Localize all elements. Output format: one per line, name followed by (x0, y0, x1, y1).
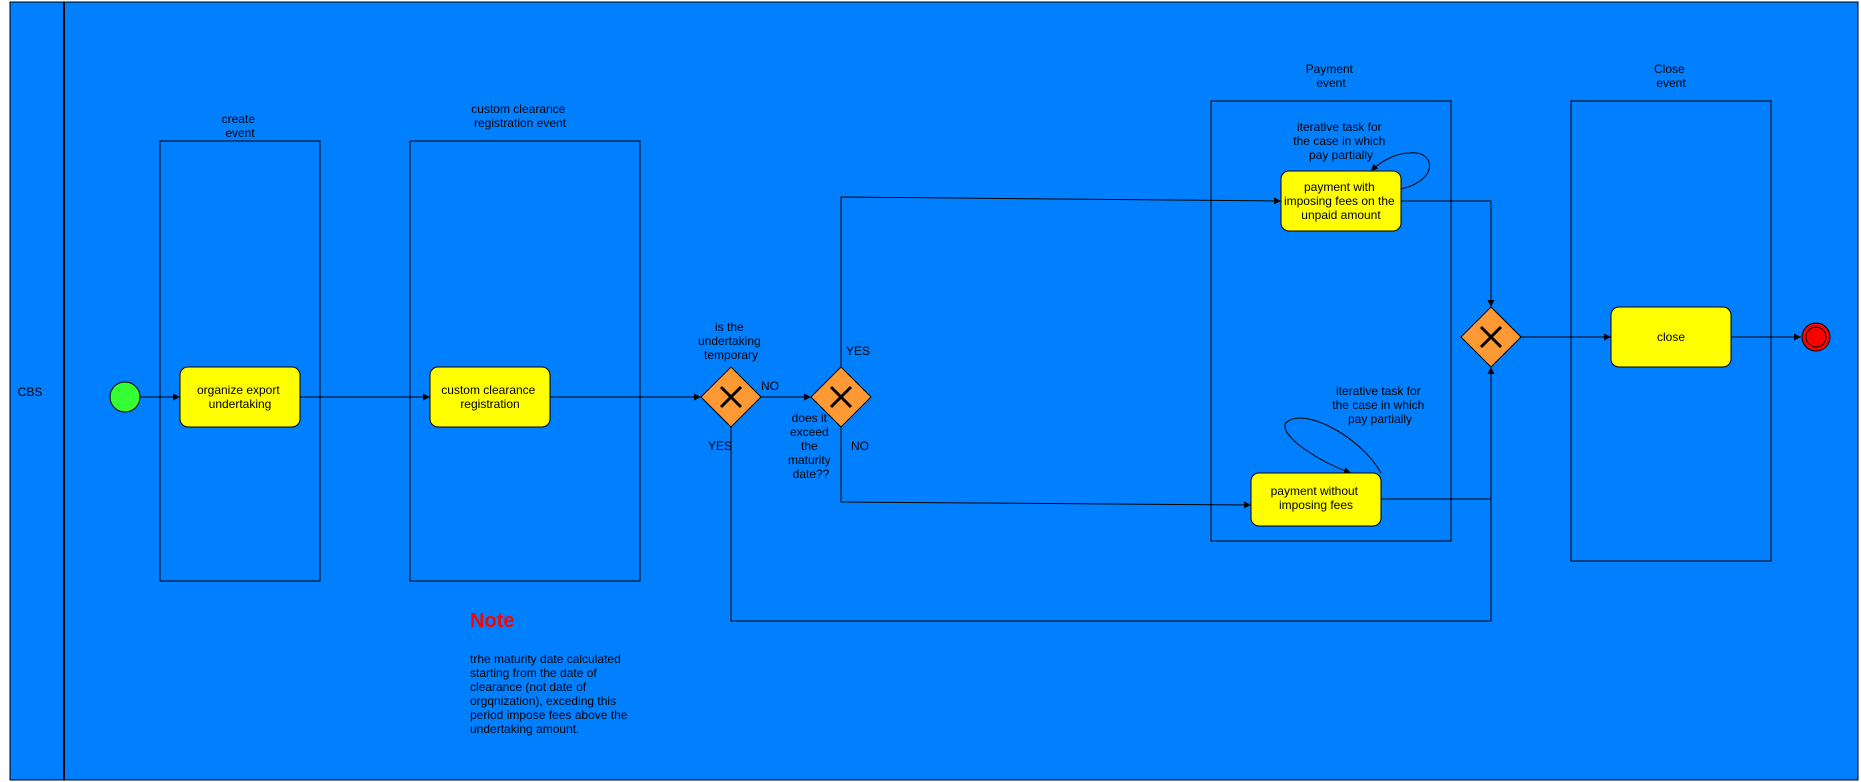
group-payment-label: Payment event (1306, 62, 1357, 90)
flow-payment-fees-merge (1401, 200, 1495, 307)
gateway-maturity-question: does it exceed the maturity date?? (788, 411, 834, 481)
gateway-x-icon (1479, 325, 1503, 349)
gateway-temporary-yes-label: YES (708, 439, 732, 453)
task-payment-with-fees-label: payment with imposing fees on the unpaid… (1284, 180, 1398, 222)
gateway-temporary-question: is the undertaking temporary (698, 320, 764, 362)
task-payment-without-fees[interactable]: payment without imposing fees (1250, 472, 1382, 527)
loop-note-top: iterative task for the case in which pay… (1293, 120, 1388, 162)
flow-gateway2-payment-fees-yes (840, 196, 1282, 367)
task-custom-clearance-label: custom clearance registration (441, 383, 538, 411)
end-event (1801, 322, 1831, 352)
sequence-flows (140, 152, 1801, 622)
group-customs-label: custom clearance registration event (471, 102, 568, 130)
flow-gateway1-merge-yes (730, 367, 1495, 622)
gateway-maturity[interactable] (810, 366, 872, 428)
group-payment (1210, 100, 1452, 542)
start-event (109, 381, 141, 413)
group-create (159, 140, 321, 582)
gateway-temporary[interactable] (700, 366, 762, 428)
group-create-label: create event (222, 112, 259, 140)
group-customs (409, 140, 641, 582)
lane-label: CBS (18, 385, 43, 399)
loop-note-bottom: iterative task for the case in which pay… (1332, 384, 1427, 426)
note-title: Note (470, 610, 514, 632)
task-close[interactable]: close (1610, 306, 1732, 368)
gateway-x-icon (719, 385, 743, 409)
task-payment-without-fees-label: payment without imposing fees (1271, 484, 1362, 512)
gateway-x-icon (829, 385, 853, 409)
group-close-label: Close event (1654, 62, 1688, 90)
task-close-label: close (1657, 330, 1685, 344)
gateway-maturity-yes-label: YES (846, 344, 870, 358)
loop-payment-fees (1370, 152, 1430, 190)
task-payment-with-fees[interactable]: payment with imposing fees on the unpaid… (1280, 170, 1402, 232)
pool (9, 1, 1859, 781)
gateway-temporary-no-label: NO (761, 379, 779, 393)
task-organize-export-label: organize export undertaking (197, 383, 283, 411)
flow-gateway2-payment-nofees-no (840, 427, 1252, 509)
group-close (1570, 100, 1772, 562)
loop-payment-nofees (1284, 417, 1382, 474)
gateway-merge[interactable] (1460, 306, 1522, 368)
note-body: trhe maturity date calculated starting f… (470, 652, 631, 736)
task-organize-export[interactable]: organize export undertaking (179, 366, 301, 428)
gateway-maturity-no-label: NO (851, 439, 869, 453)
task-custom-clearance[interactable]: custom clearance registration (429, 366, 551, 428)
